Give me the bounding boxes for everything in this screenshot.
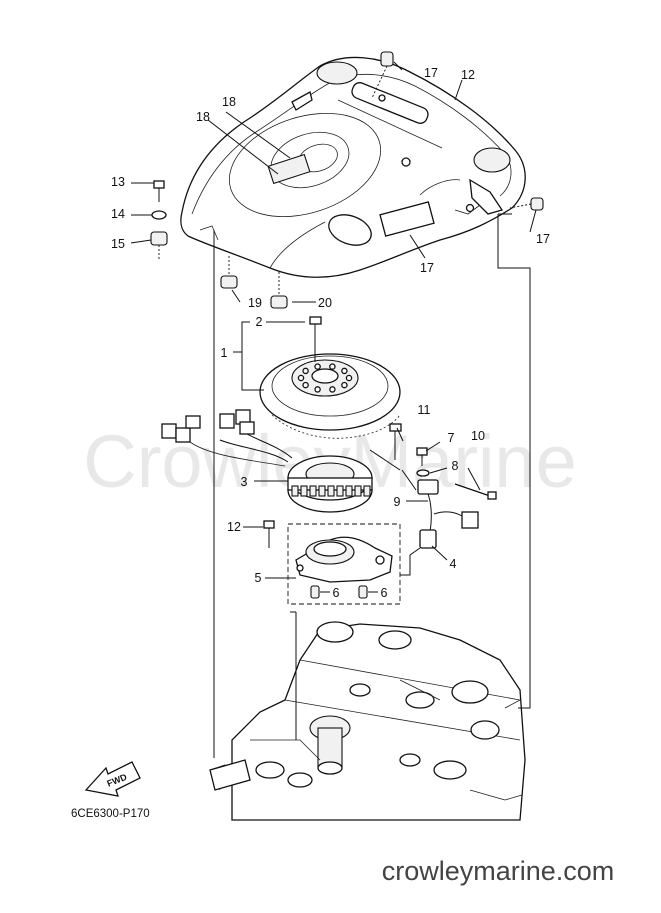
callout-2: 2	[256, 315, 263, 329]
callout-12: 12	[227, 520, 241, 534]
dowel-6a	[310, 585, 320, 599]
flywheel-hole	[302, 367, 309, 375]
bolt-2	[309, 316, 322, 362]
leader-lines	[130, 61, 537, 758]
callout-1: 1	[221, 346, 228, 360]
flywheel-hole	[329, 386, 336, 393]
stator-pole	[300, 485, 308, 497]
stator-pole	[336, 485, 344, 497]
callout-20: 18	[222, 95, 236, 109]
stator-pole	[345, 485, 353, 497]
stator-pole	[327, 485, 335, 497]
callout-7: 7	[448, 431, 455, 445]
grommet-17-right	[509, 197, 544, 211]
flywheel-hole	[314, 363, 321, 370]
bolt-7	[416, 447, 428, 466]
callout-13: 12	[461, 68, 475, 82]
bolt-12	[263, 520, 275, 548]
callout-14: 13	[111, 175, 125, 189]
bolt-11	[389, 423, 402, 460]
grommet-17-top	[371, 51, 394, 99]
callout-6-left: 6	[333, 586, 340, 600]
collar-16	[150, 231, 168, 260]
flywheel-hole	[297, 374, 305, 382]
bolt-14	[153, 180, 165, 202]
stator-pole	[363, 485, 371, 497]
grommet-18-right	[270, 272, 288, 309]
callout-9: 9	[394, 495, 401, 509]
screw-10	[454, 483, 497, 500]
washer-8	[416, 469, 430, 477]
engine-block	[209, 621, 526, 821]
callout-8: 8	[452, 459, 459, 473]
callout-3: 3	[241, 475, 248, 489]
dowel-6b	[358, 585, 368, 599]
callout-15: 14	[111, 207, 125, 221]
pulser-coil-assy	[417, 479, 479, 549]
stator-pole	[318, 485, 326, 497]
callout-18-left: 19	[248, 296, 262, 310]
flywheel-hole	[341, 367, 348, 375]
flywheel-hole	[345, 374, 353, 382]
callout-17-right: 17	[536, 232, 550, 246]
callout-19: 17	[420, 261, 434, 275]
stator-pole	[291, 485, 299, 497]
base-assy-group-box	[287, 523, 401, 605]
callout-6-right: 6	[381, 586, 388, 600]
flywheel-hole	[314, 386, 321, 393]
site-footer: crowleymarine.com	[382, 856, 615, 886]
callout-18-right: 20	[318, 296, 332, 310]
grommet-18-left	[220, 256, 238, 289]
callout-4: 4	[450, 557, 457, 571]
callout-21: 18	[196, 110, 210, 124]
callout-11: 11	[418, 403, 431, 417]
callout-17-top: 17	[424, 66, 438, 80]
flywheel	[259, 353, 401, 439]
stator-assy	[161, 409, 373, 513]
callout-5: 5	[255, 571, 262, 585]
flywheel-cover	[180, 56, 526, 278]
flywheel-hole	[329, 363, 336, 370]
callout-10: 10	[471, 429, 485, 443]
stator-pole	[354, 485, 362, 497]
stator-pole	[309, 485, 317, 497]
base-assy	[295, 536, 393, 583]
flywheel-hole	[302, 381, 309, 389]
diagram-code: 6CE6300-P170	[71, 808, 150, 820]
washer-15	[151, 210, 167, 220]
callout-16: 15	[111, 237, 125, 251]
flywheel-hole	[341, 381, 348, 389]
fwd-arrow-icon: FWD	[84, 761, 141, 797]
